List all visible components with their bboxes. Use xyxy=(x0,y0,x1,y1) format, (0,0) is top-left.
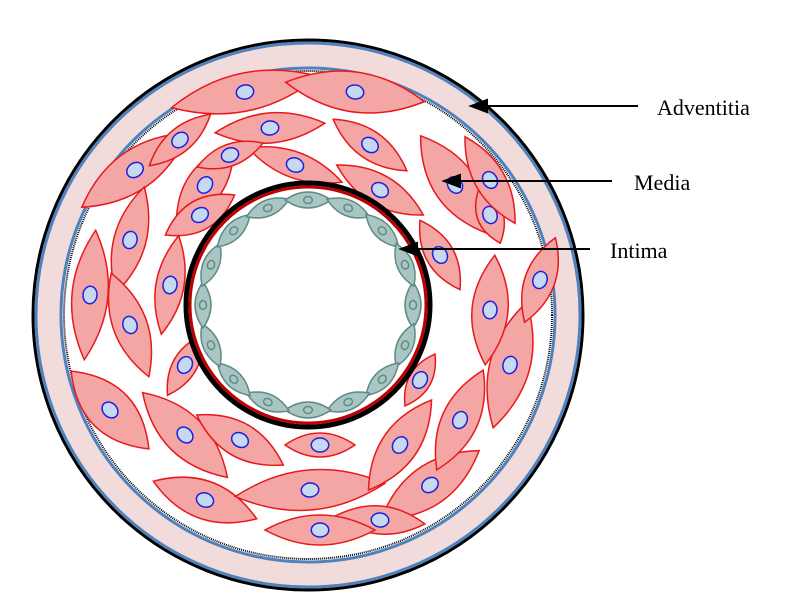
smooth-muscle-cell-nucleus xyxy=(311,438,329,452)
smooth-muscle-cell-nucleus xyxy=(261,120,280,135)
lumen xyxy=(216,213,400,397)
endothelial-cell-nucleus xyxy=(304,197,313,204)
endothelial-cell-nucleus xyxy=(410,301,417,310)
smooth-muscle-cell-nucleus xyxy=(301,482,320,497)
endothelial-cell-nucleus xyxy=(304,407,313,414)
smooth-muscle-cell-nucleus xyxy=(311,523,329,537)
smooth-muscle-cell-nucleus xyxy=(482,301,497,320)
intima-label: Intima xyxy=(610,238,668,263)
media-label: Media xyxy=(634,170,690,195)
smooth-muscle-cell-nucleus xyxy=(371,512,390,527)
endothelial-cell-nucleus xyxy=(200,301,207,310)
smooth-muscle-cell-nucleus xyxy=(82,286,97,305)
adventitia-label: Adventitia xyxy=(657,95,750,120)
